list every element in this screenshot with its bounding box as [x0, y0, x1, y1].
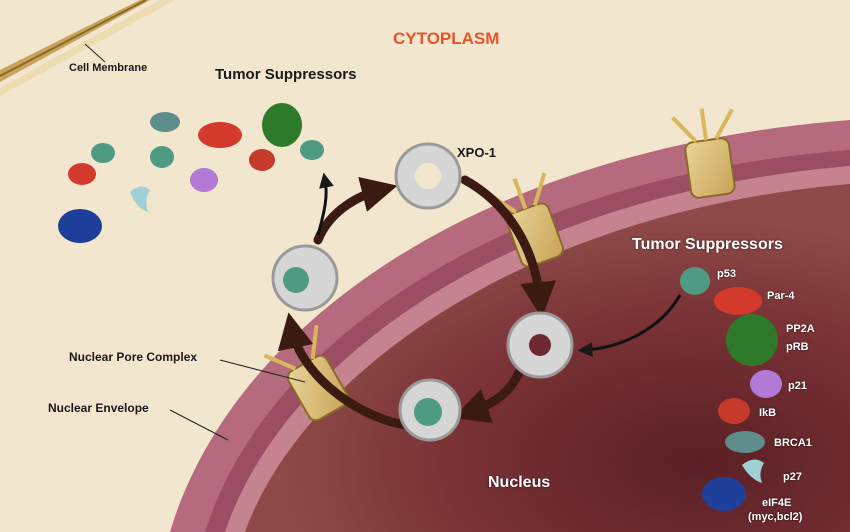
nuclear-tumor-suppressors-label: Tumor Suppressors — [632, 236, 783, 253]
p27-protein — [742, 459, 764, 483]
nucleus-label: Nucleus — [488, 474, 551, 491]
protein-blob — [150, 112, 180, 132]
protein-label-ikb: IkB — [759, 407, 777, 419]
page-title: CYTOPLASM — [393, 29, 500, 48]
protein-label-pp2a: PP2A — [786, 323, 815, 335]
protein-label-par4: Par-4 — [767, 290, 795, 302]
xpo1-exportin-nuclear — [506, 311, 574, 379]
protein-label-eif4e: eIF4E — [762, 497, 792, 509]
protein-blob — [249, 149, 275, 171]
nuclear-tumor-suppressor-column — [680, 267, 782, 511]
protein-blob — [68, 163, 96, 185]
protein-blob — [150, 146, 174, 168]
par4-protein — [714, 287, 762, 315]
nuclear-envelope-leader — [169, 409, 229, 441]
protein-blob — [198, 122, 242, 148]
protein-blob — [300, 140, 324, 160]
nuclear-pore-leader — [219, 359, 306, 383]
protein-label-prb: pRB — [786, 341, 809, 353]
xpo1-exportin-free — [394, 142, 462, 210]
protein-blob — [91, 143, 115, 163]
nuclear-pore-complex-3 — [671, 108, 736, 199]
protein-blob — [130, 186, 150, 212]
protein-label-p21: p21 — [788, 380, 807, 392]
nuclear-pore-complex-label: Nuclear Pore Complex — [69, 350, 198, 364]
nuclear-envelope-label: Nuclear Envelope — [48, 401, 149, 415]
protein-label-brca1: BRCA1 — [774, 437, 812, 449]
cell-membrane-leader — [84, 43, 106, 63]
xpo1-cargo-complex-cytoplasm — [271, 244, 339, 312]
arrow-into-nucleus — [460, 175, 557, 318]
cell-membrane — [0, 0, 175, 96]
cell-membrane-label: Cell Membrane — [69, 62, 148, 74]
xpo1-label: XPO-1 — [457, 145, 497, 160]
eif4e-protein — [702, 477, 746, 511]
ikb-protein — [718, 398, 750, 424]
protein-blob — [262, 103, 302, 147]
p53-protein — [680, 267, 710, 295]
arrow-to-pore-exit — [453, 365, 525, 424]
xpo1-cargo-complex-pore — [398, 378, 462, 442]
protein-blob — [58, 209, 102, 243]
p21-protein — [750, 370, 782, 398]
cytoplasm-tumor-suppressor-cluster — [58, 103, 324, 243]
pp2a-prb-protein — [726, 314, 778, 366]
arrow-out-to-cytoplasm — [277, 312, 410, 430]
nuclear-pore-complex-2 — [486, 172, 564, 268]
arrow-to-xpo1 — [313, 176, 398, 245]
protein-blob — [190, 168, 218, 192]
arrow-release-cargo — [316, 172, 334, 236]
brca1-protein — [725, 431, 765, 453]
arrow-cargo-binding — [577, 294, 682, 358]
protein-label-p27: p27 — [783, 471, 802, 483]
protein-label-p53: p53 — [717, 268, 736, 280]
export-cycle-arrows — [277, 175, 557, 430]
protein-label-myc-bcl2: (myc,bcl2) — [748, 511, 803, 523]
cytoplasm-tumor-suppressors-label: Tumor Suppressors — [215, 66, 357, 83]
